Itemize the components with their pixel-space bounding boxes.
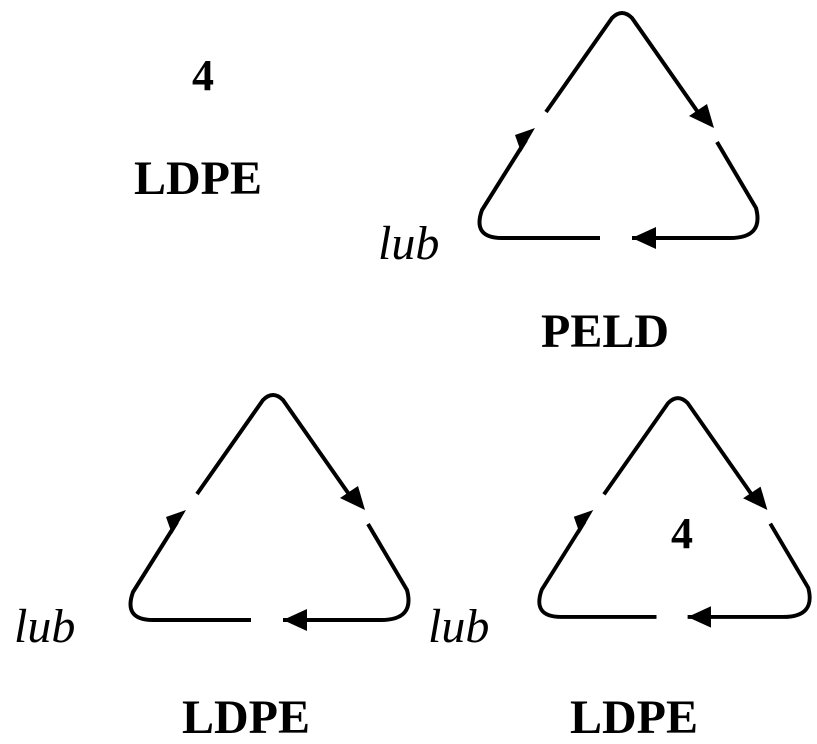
lub-label: lub (428, 600, 490, 653)
resin-code: LDPE (182, 691, 311, 744)
resin-code: LDPE (570, 691, 699, 744)
recycling-triangle-icon (537, 396, 812, 628)
lub-label: lub (14, 600, 76, 653)
recycling-triangle-icon (477, 11, 760, 249)
recycling-triangle-icon (128, 393, 411, 631)
lub-label: lub (378, 217, 440, 270)
resin-number: 4 (671, 509, 693, 558)
resin-code: LDPE (134, 152, 263, 205)
resin-code: PELD (541, 305, 670, 358)
resin-number: 4 (192, 51, 214, 100)
